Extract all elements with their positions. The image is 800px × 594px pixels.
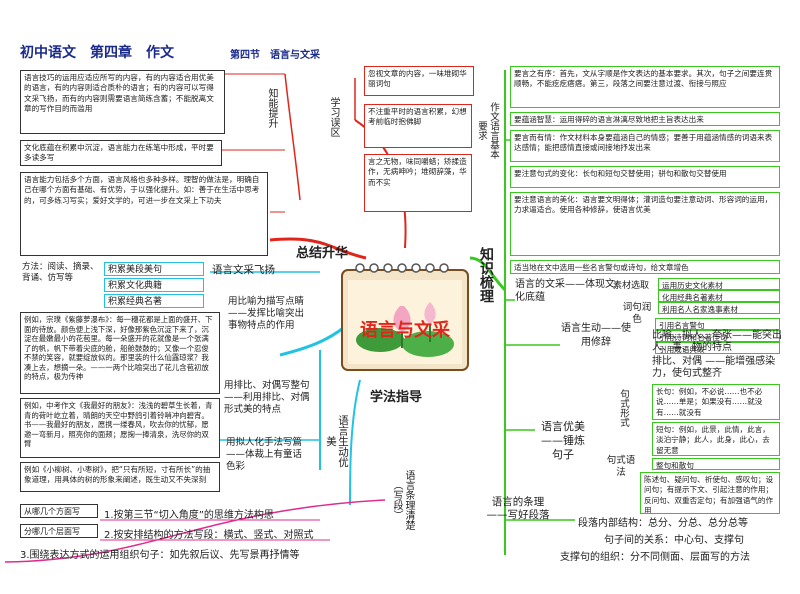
- mistake-item-2: 不注重平时的语言积累，幻想考前临时抱佛脚: [364, 104, 472, 148]
- accumulate-item-1: 积累美段美句: [104, 262, 204, 276]
- summary-title: 总结升华: [296, 246, 349, 261]
- chapter-title: 初中语文 第四章 作文: [20, 45, 174, 61]
- center-node: 语言与文采: [340, 258, 470, 373]
- clarity-item-3-text: 3.围绕表达方式的运用组织句子：如先叙后议、先写景再抒情等: [20, 550, 300, 561]
- connector-clarity: [349, 379, 361, 506]
- requirement-item-3: 要言而有情：作文材料本身要蕴涵自己的情感；要善于用蕴涵情感的词语来表达感情；能把…: [510, 130, 780, 162]
- accumulate-title: 语言文采飞扬: [212, 264, 275, 276]
- connector-clarity-items: [4, 499, 386, 563]
- syntax-item-1: 短句：例如，此景，此情，此言，淡泊宁静；此人，此身，此心，去留无意: [652, 422, 780, 456]
- wording-item-2: 引用诗词和名著佳句: [655, 330, 780, 342]
- methods-title: 学法指导: [370, 390, 423, 405]
- requirement-item-6: 适当地在文中选用一些名言警句或诗句，给文章增色: [510, 260, 780, 274]
- ability-item-3: 语言能力包括多个方面，语言风格也多种多样。理智的做法是，明确自己在哪个方面有基础…: [20, 172, 268, 256]
- accumulate-item-2: 积累文化典籍: [104, 278, 204, 292]
- mistakes-title: 学习误区: [328, 97, 339, 137]
- sentences-title: 语言优美——锤炼句子: [541, 420, 585, 461]
- rhetoric-title: 语言生动——使用修辞: [561, 323, 631, 348]
- vivid-item-1-example: 例如，宗璞《紫藤萝瀑布》：每一穗花都是上面的盛开、下面的待放。颜色便上浅下深，好…: [20, 312, 220, 394]
- clarity-item-2-hint: 分哪几个层面写: [20, 524, 98, 538]
- center-title: 语言与文采: [360, 320, 450, 341]
- connector-ability: [284, 73, 301, 201]
- connector-summary: [269, 237, 367, 260]
- forms-title: 句式形式: [618, 389, 629, 427]
- clarity-item-1-hint: 从哪几个方面写: [20, 504, 98, 518]
- wording-item-3: 引用成语典故: [655, 342, 780, 354]
- syntax-item-3: 陈述句、疑问句、祈使句、感叹句；设问句；有提示下文、引起注意的作用；反问句、双重…: [640, 472, 780, 514]
- structure-item-3: 支撑句的组织：分不同侧面、层面写的方法: [560, 552, 750, 563]
- rhetoric-item-1: 比喻、拟人、夸张——能突出人、事、物的特点: [652, 330, 782, 353]
- structure-title: 语言的条理——写好段落: [486, 496, 550, 521]
- requirement-item-4: 要注意句式的变化：长句和短句交替使用；骈句和散句交替使用: [510, 166, 780, 188]
- vivid-item-2-example: 例如，中考作文《我最好的朋友》：浅浅的碧草生长着，青青的荷叶屹立着，晴朗的天空中…: [20, 398, 220, 458]
- vivid-item-2-label: 用排比、对偶写整句——利用排比、对偶形式美的特点: [224, 380, 310, 415]
- structure-item-2: 句子间的关系：中心句、支撑句: [604, 535, 744, 546]
- forms-item-1: 长句：例如，不必说……也不必说……单是；如果没有……就没有……就没有: [652, 384, 780, 420]
- syntax-title: 句式语法: [606, 455, 636, 478]
- vivid-item-1-label: 用比喻为描写点睛——发挥比喻突出事物特点的作用: [228, 296, 305, 331]
- requirement-item-5: 要注意语言的美化：语言要文明得体；灌词造句要注意动词、形容词的运用，力求逼适合。…: [510, 192, 780, 256]
- ability-title: 知能提升: [266, 88, 277, 128]
- structure-item-1: 段落内部结构：总分、分总、总分总等: [578, 518, 748, 529]
- material-title: 素材选取: [613, 281, 650, 291]
- knowledge-title: 知识梳理: [478, 247, 494, 303]
- vivid-item-3-example: 例如《小柳树、小枣树》，把“只有所短，寸有所长”的抽象道理，用具体的树的形象来阐…: [20, 462, 220, 492]
- clarity-item-1-text: 1.按第三节“切入角度”的思维方法构思: [104, 510, 274, 521]
- clarity-item-2-text: 2.按安排结构的方法写段：横式、竖式、对照式: [104, 530, 314, 541]
- accumulate-item-3: 积累经典名著: [104, 294, 204, 308]
- requirement-item-1: 要言之有序：首先，文从字顺是作文表达的基本要求。其次，句子之间要连贯顺畅，不能疙…: [510, 66, 780, 108]
- mistake-item-3: 言之无物，味同嚼蜡；矫揉造作，无病呻吟；堆砌辞藻，华而不实: [364, 154, 472, 212]
- rhetoric-item-2: 排比、对偶 ——能增强感染力，使句式整齐: [652, 356, 776, 379]
- wording-item-1: 引用名言警句: [655, 318, 780, 330]
- connector-knowledge: [469, 256, 507, 292]
- ability-item-1: 语言技巧的运用应适应所写的内容，有的内容适合用优美的语言，有的内容则适合质朴的语…: [20, 70, 225, 134]
- material-item-2: 化用经典名著素材: [658, 290, 780, 302]
- accumulate-method: 方法：阅读、摘录、背诵、仿写等: [22, 262, 99, 283]
- ability-item-2: 文化底蕴在积累中沉淀，语言能力在练笔中形成，平时要多读多写: [20, 140, 222, 166]
- material-item-1: 运用历史文化素材: [658, 278, 780, 290]
- clarity-title: 语言条理清楚（写段）: [391, 470, 414, 530]
- section-title: 第四节 语言与文采: [230, 50, 320, 61]
- calendar-illustration: [341, 263, 469, 371]
- vivid-title: 语言生动优美: [325, 414, 349, 468]
- material-item-3: 利用名人名家逸事素材: [658, 302, 780, 314]
- syntax-item-2: 整句和散句: [652, 458, 780, 470]
- requirement-item-2: 要蕴涵智慧：运用得碎的语言淋漓尽致地把主旨表达出来: [510, 112, 780, 126]
- mistake-item-1: 忽视文章的内容，一味堆砌华丽词句: [364, 66, 474, 96]
- vivid-item-3-label: 用拟人化手法写篇——体裁上有童话色彩: [226, 437, 303, 472]
- wording-title: 词句润色: [622, 302, 652, 325]
- requirements-title: 作文语言基本要求: [476, 101, 499, 159]
- culture-title: 语言的文采——体现文化底蕴: [515, 279, 615, 303]
